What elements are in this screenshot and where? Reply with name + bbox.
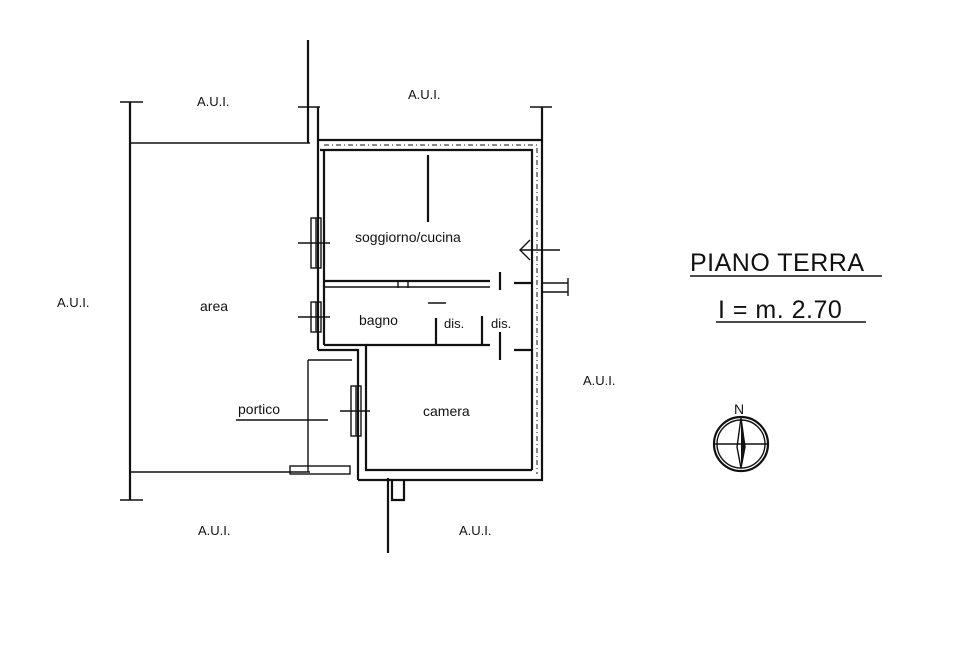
room-label-dis-1: dis. [444, 316, 464, 331]
room-label-dis-2: dis. [491, 316, 511, 331]
plan-title: PIANO TERRA [690, 249, 865, 277]
svg-text:N: N [734, 401, 744, 417]
neighbor-label-bottom-right: A.U.I. [459, 523, 492, 538]
neighbor-label-top-left: A.U.I. [197, 94, 230, 109]
north-arrow-icon: N [712, 401, 770, 473]
room-label-camera: camera [423, 403, 470, 419]
building-walls [307, 107, 569, 502]
neighbor-label-bottom-left: A.U.I. [198, 523, 231, 538]
windows [289, 217, 370, 475]
neighbor-label-right: A.U.I. [583, 373, 616, 388]
neighbor-label-left: A.U.I. [57, 295, 90, 310]
neighbor-label-top-mid: A.U.I. [408, 87, 441, 102]
room-label-soggiorno: soggiorno/cucina [355, 229, 461, 245]
height-note: I = m. 2.70 [718, 296, 842, 324]
entrance-arrow-icon [519, 239, 560, 261]
room-label-portico: portico [238, 401, 280, 417]
site-boundary [120, 40, 552, 553]
room-label-area: area [200, 298, 228, 314]
room-label-bagno: bagno [359, 312, 398, 328]
